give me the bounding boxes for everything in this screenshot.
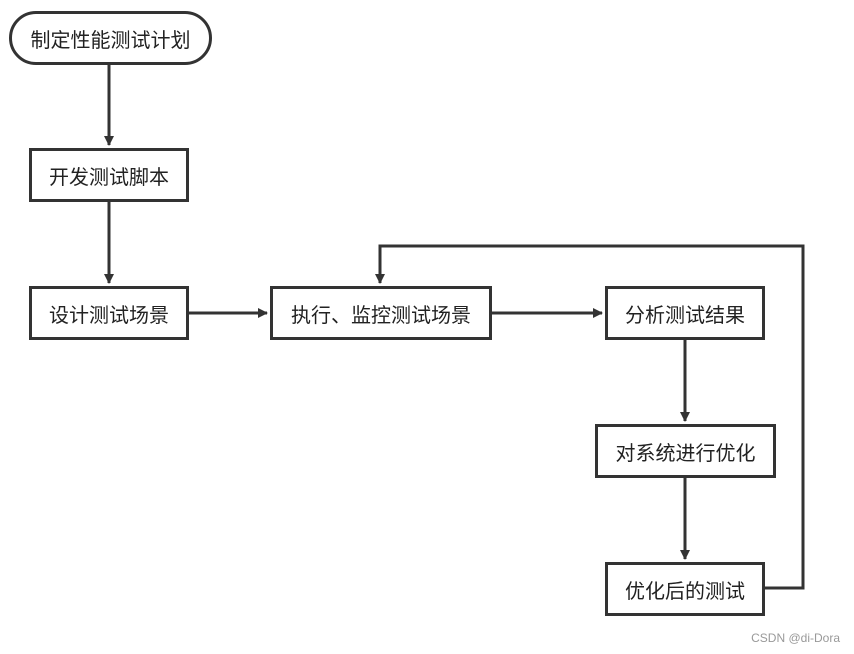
node-start-label: 制定性能测试计划	[30, 27, 191, 52]
node-optimize-system-label: 对系统进行优化	[615, 440, 756, 465]
node-optimize-system: 对系统进行优化	[595, 424, 776, 478]
node-execute-monitor-label: 执行、监控测试场景	[291, 302, 471, 327]
node-develop-scripts-label: 开发测试脚本	[49, 164, 169, 189]
node-retest-label: 优化后的测试	[625, 578, 745, 603]
node-develop-scripts: 开发测试脚本	[29, 148, 189, 202]
node-analyze-results: 分析测试结果	[605, 286, 765, 340]
edge-retest-to-execute	[375, 244, 805, 590]
node-start: 制定性能测试计划	[9, 11, 212, 65]
node-retest: 优化后的测试	[605, 562, 765, 616]
node-analyze-results-label: 分析测试结果	[625, 302, 745, 327]
node-design-scenarios-label: 设计测试场景	[49, 302, 169, 327]
node-execute-monitor: 执行、监控测试场景	[270, 286, 492, 340]
node-design-scenarios: 设计测试场景	[29, 286, 189, 340]
watermark: CSDN @di-Dora	[751, 631, 840, 645]
